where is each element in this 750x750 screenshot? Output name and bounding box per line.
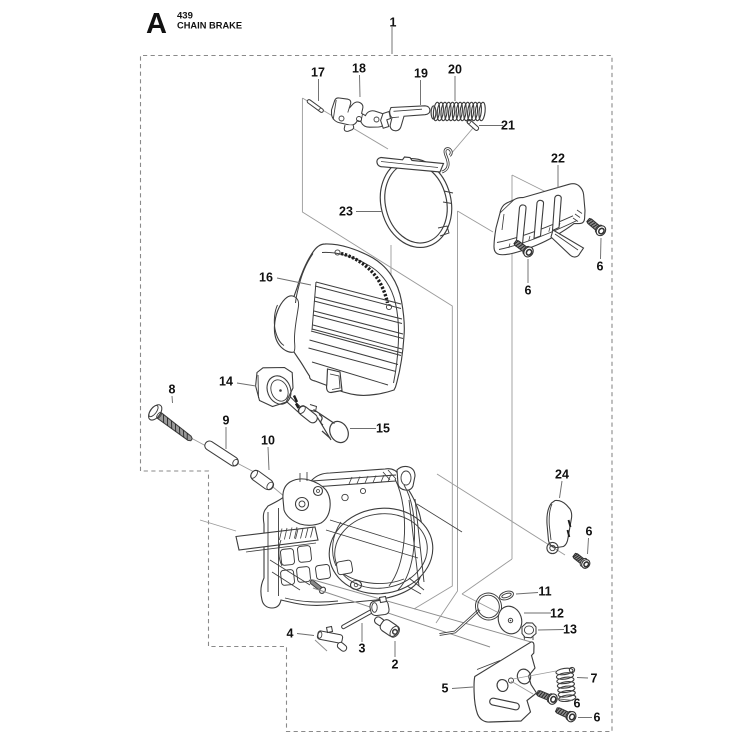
svg-text:19: 19 [414, 67, 428, 81]
svg-text:24: 24 [555, 468, 569, 482]
svg-text:6: 6 [586, 525, 593, 539]
svg-text:18: 18 [352, 62, 366, 76]
svg-text:4: 4 [287, 627, 294, 641]
svg-text:A: A [146, 8, 167, 40]
svg-text:13: 13 [563, 623, 577, 637]
svg-text:5: 5 [442, 682, 449, 696]
svg-text:23: 23 [339, 205, 353, 219]
svg-text:22: 22 [551, 152, 565, 166]
svg-text:7: 7 [591, 672, 598, 686]
svg-text:6: 6 [597, 260, 604, 274]
svg-text:12: 12 [550, 607, 564, 621]
svg-text:10: 10 [261, 434, 275, 448]
svg-text:6: 6 [525, 284, 532, 298]
svg-text:16: 16 [259, 271, 273, 285]
svg-text:3: 3 [359, 642, 366, 656]
svg-text:6: 6 [594, 711, 601, 725]
svg-text:1: 1 [390, 16, 397, 30]
svg-text:14: 14 [219, 375, 233, 389]
svg-text:15: 15 [376, 422, 390, 436]
svg-text:439: 439 [177, 11, 193, 22]
svg-text:17: 17 [311, 66, 325, 80]
svg-text:21: 21 [501, 119, 515, 133]
svg-text:8: 8 [169, 383, 176, 397]
svg-text:2: 2 [392, 658, 399, 672]
svg-text:11: 11 [538, 585, 551, 599]
svg-text:CHAIN BRAKE: CHAIN BRAKE [177, 21, 242, 31]
svg-text:9: 9 [223, 414, 230, 428]
svg-text:6: 6 [574, 697, 581, 711]
svg-text:20: 20 [448, 63, 462, 77]
